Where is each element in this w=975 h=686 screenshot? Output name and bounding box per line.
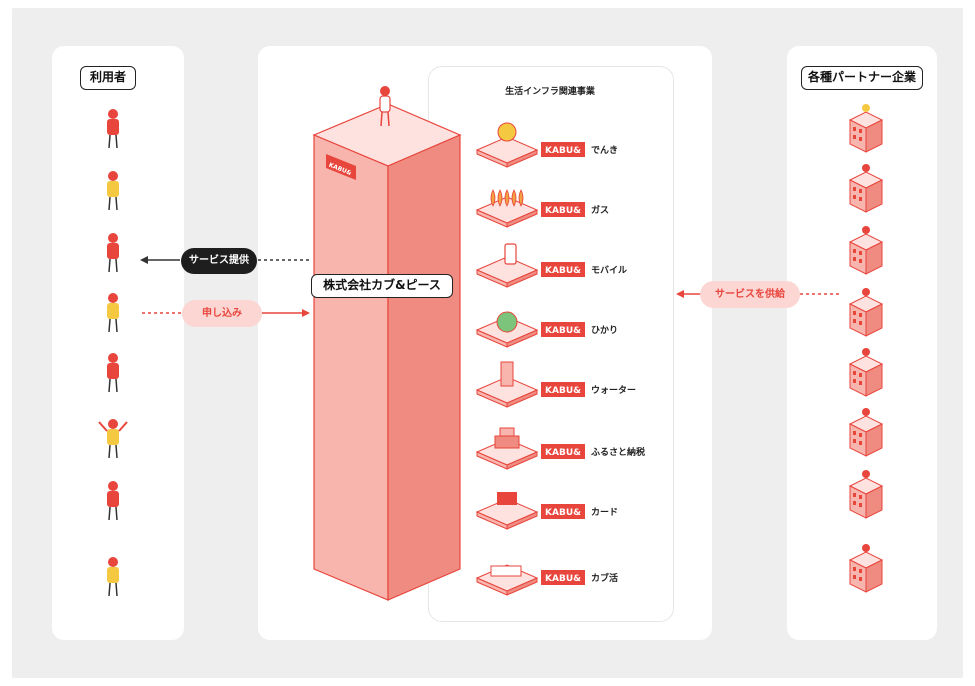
partner-building-icon bbox=[848, 348, 884, 397]
users-list bbox=[98, 109, 128, 597]
kabu-badge bbox=[541, 322, 585, 337]
kabu-badge bbox=[541, 202, 585, 217]
kabu-badge bbox=[541, 504, 585, 519]
partner-building-icon bbox=[848, 470, 884, 519]
user-person-icon bbox=[107, 109, 119, 149]
partner-building-icon bbox=[848, 226, 884, 275]
service-name: ガス bbox=[591, 204, 609, 216]
partners-list bbox=[848, 104, 884, 593]
service-row: KABU&モバイル bbox=[475, 243, 627, 288]
partner-building-icon bbox=[848, 164, 884, 213]
users-panel bbox=[52, 46, 184, 640]
service-provide-arrow bbox=[140, 256, 310, 264]
partner-building-icon bbox=[848, 104, 884, 153]
apply-arrow bbox=[142, 309, 310, 317]
service-name: ふるさと納税 bbox=[591, 446, 645, 458]
service-name: ウォーター bbox=[591, 384, 636, 396]
users-title: 利用者 bbox=[80, 66, 136, 90]
service-row: KABU&ウォーター bbox=[475, 361, 636, 408]
user-person-icon bbox=[107, 481, 119, 521]
kabu-badge-label: KABU& bbox=[545, 266, 581, 276]
service-supply-arrow bbox=[676, 290, 842, 298]
user-person-icon bbox=[107, 293, 119, 333]
service-provide-pill: サービス提供 bbox=[181, 248, 257, 274]
user-person-icon bbox=[107, 557, 119, 597]
service-name: カード bbox=[591, 507, 618, 518]
credit-card-icon bbox=[475, 492, 539, 530]
kabu-badge bbox=[541, 444, 585, 459]
globe-icon bbox=[475, 311, 539, 348]
business-panel bbox=[428, 66, 674, 622]
services-list: KABU&でんきKABU&ガスKABU&モバイルKABU&ひかりKABU&ウォー… bbox=[475, 122, 645, 596]
kabu-badge bbox=[541, 382, 585, 397]
service-row: KABU&カード bbox=[475, 492, 618, 530]
service-supply-pill: サービスを供給 bbox=[700, 281, 800, 308]
service-row: KABU&ガス bbox=[475, 189, 609, 228]
kabu-badge bbox=[541, 142, 585, 157]
business-title: 生活インフラ関連事業 bbox=[505, 87, 595, 97]
service-row: KABU&ひかり bbox=[475, 311, 618, 348]
tower-person-icon bbox=[379, 86, 391, 127]
service-name: でんき bbox=[591, 145, 618, 156]
kabu-badge-label: KABU& bbox=[545, 448, 581, 458]
flame-icon bbox=[475, 189, 539, 228]
user-person-icon bbox=[98, 419, 128, 459]
service-row: KABU&でんき bbox=[475, 122, 618, 168]
service-name: モバイル bbox=[591, 265, 627, 276]
kabu-badge-label: KABU& bbox=[545, 326, 581, 336]
apply-pill: 申し込み bbox=[182, 300, 262, 327]
service-name: カブ活 bbox=[591, 572, 618, 584]
user-person-icon bbox=[107, 171, 119, 211]
smartphone-icon bbox=[475, 243, 539, 288]
kabu-badge-label: KABU& bbox=[545, 574, 581, 584]
partners-title: 各種パートナー企業 bbox=[801, 66, 923, 90]
kabu-badge bbox=[541, 570, 585, 585]
lightbulb-icon bbox=[475, 122, 539, 168]
kabu-badge-label: KABU& bbox=[545, 386, 581, 396]
user-person-icon bbox=[107, 353, 119, 393]
stocks-icon bbox=[475, 564, 539, 596]
service-row: KABU&ふるさと納税 bbox=[475, 427, 645, 470]
kabu-badge-label: KABU& bbox=[545, 146, 581, 156]
kabu-badge bbox=[541, 262, 585, 277]
partner-building-icon bbox=[848, 544, 884, 593]
company-name-label: 株式会社カブ&ピース bbox=[311, 274, 453, 298]
partner-building-icon bbox=[848, 288, 884, 337]
partner-building-icon bbox=[848, 408, 884, 457]
user-person-icon bbox=[107, 233, 119, 273]
kabu-badge-label: KABU& bbox=[545, 206, 581, 216]
kabu-badge-label: KABU& bbox=[545, 508, 581, 518]
service-row: KABU&カブ活 bbox=[475, 564, 618, 596]
company-tower: KABU& bbox=[312, 103, 462, 601]
water-server-icon bbox=[475, 361, 539, 408]
gift-box-icon bbox=[475, 427, 539, 470]
service-name: ひかり bbox=[591, 325, 618, 336]
